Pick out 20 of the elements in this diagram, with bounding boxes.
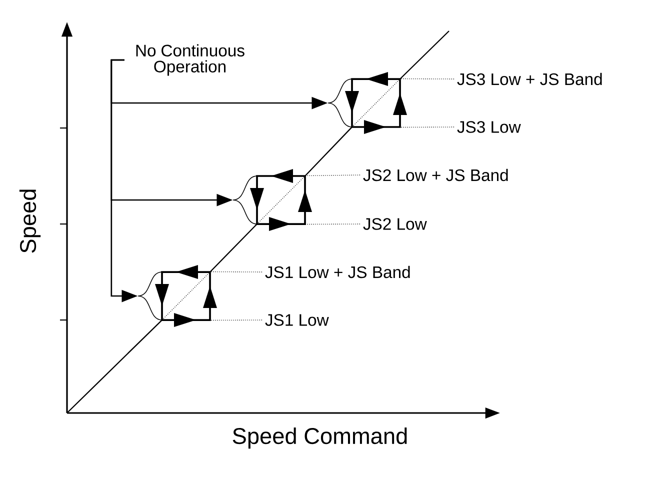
leader-line (210, 271, 262, 272)
axis-title: Speed Command (232, 427, 407, 449)
leader-line (400, 126, 454, 128)
threshold-label: JS1 Low (265, 314, 329, 326)
threshold-label: JS1 Low + JS Band (265, 266, 410, 278)
leader-line (210, 320, 262, 321)
leader-line (304, 224, 360, 225)
threshold-label: JS3 Low + JS Band (457, 72, 602, 86)
axis-title: Speed (19, 190, 41, 253)
diagonal-line (304, 126, 352, 176)
threshold-label: JS3 Low (457, 121, 521, 133)
leader-line (400, 78, 454, 80)
leader-line (304, 174, 360, 176)
hysteresis-loop-drawing (232, 169, 312, 231)
annotation-text: No Continuous Operation (136, 44, 244, 76)
threshold-label: JS2 Low + JS Band (363, 168, 508, 182)
threshold-label: JS2 Low (363, 218, 427, 230)
hysteresis-loop-drawing (328, 72, 407, 134)
hysteresis-loop-drawing (138, 265, 217, 327)
diagonal-line (210, 224, 258, 272)
